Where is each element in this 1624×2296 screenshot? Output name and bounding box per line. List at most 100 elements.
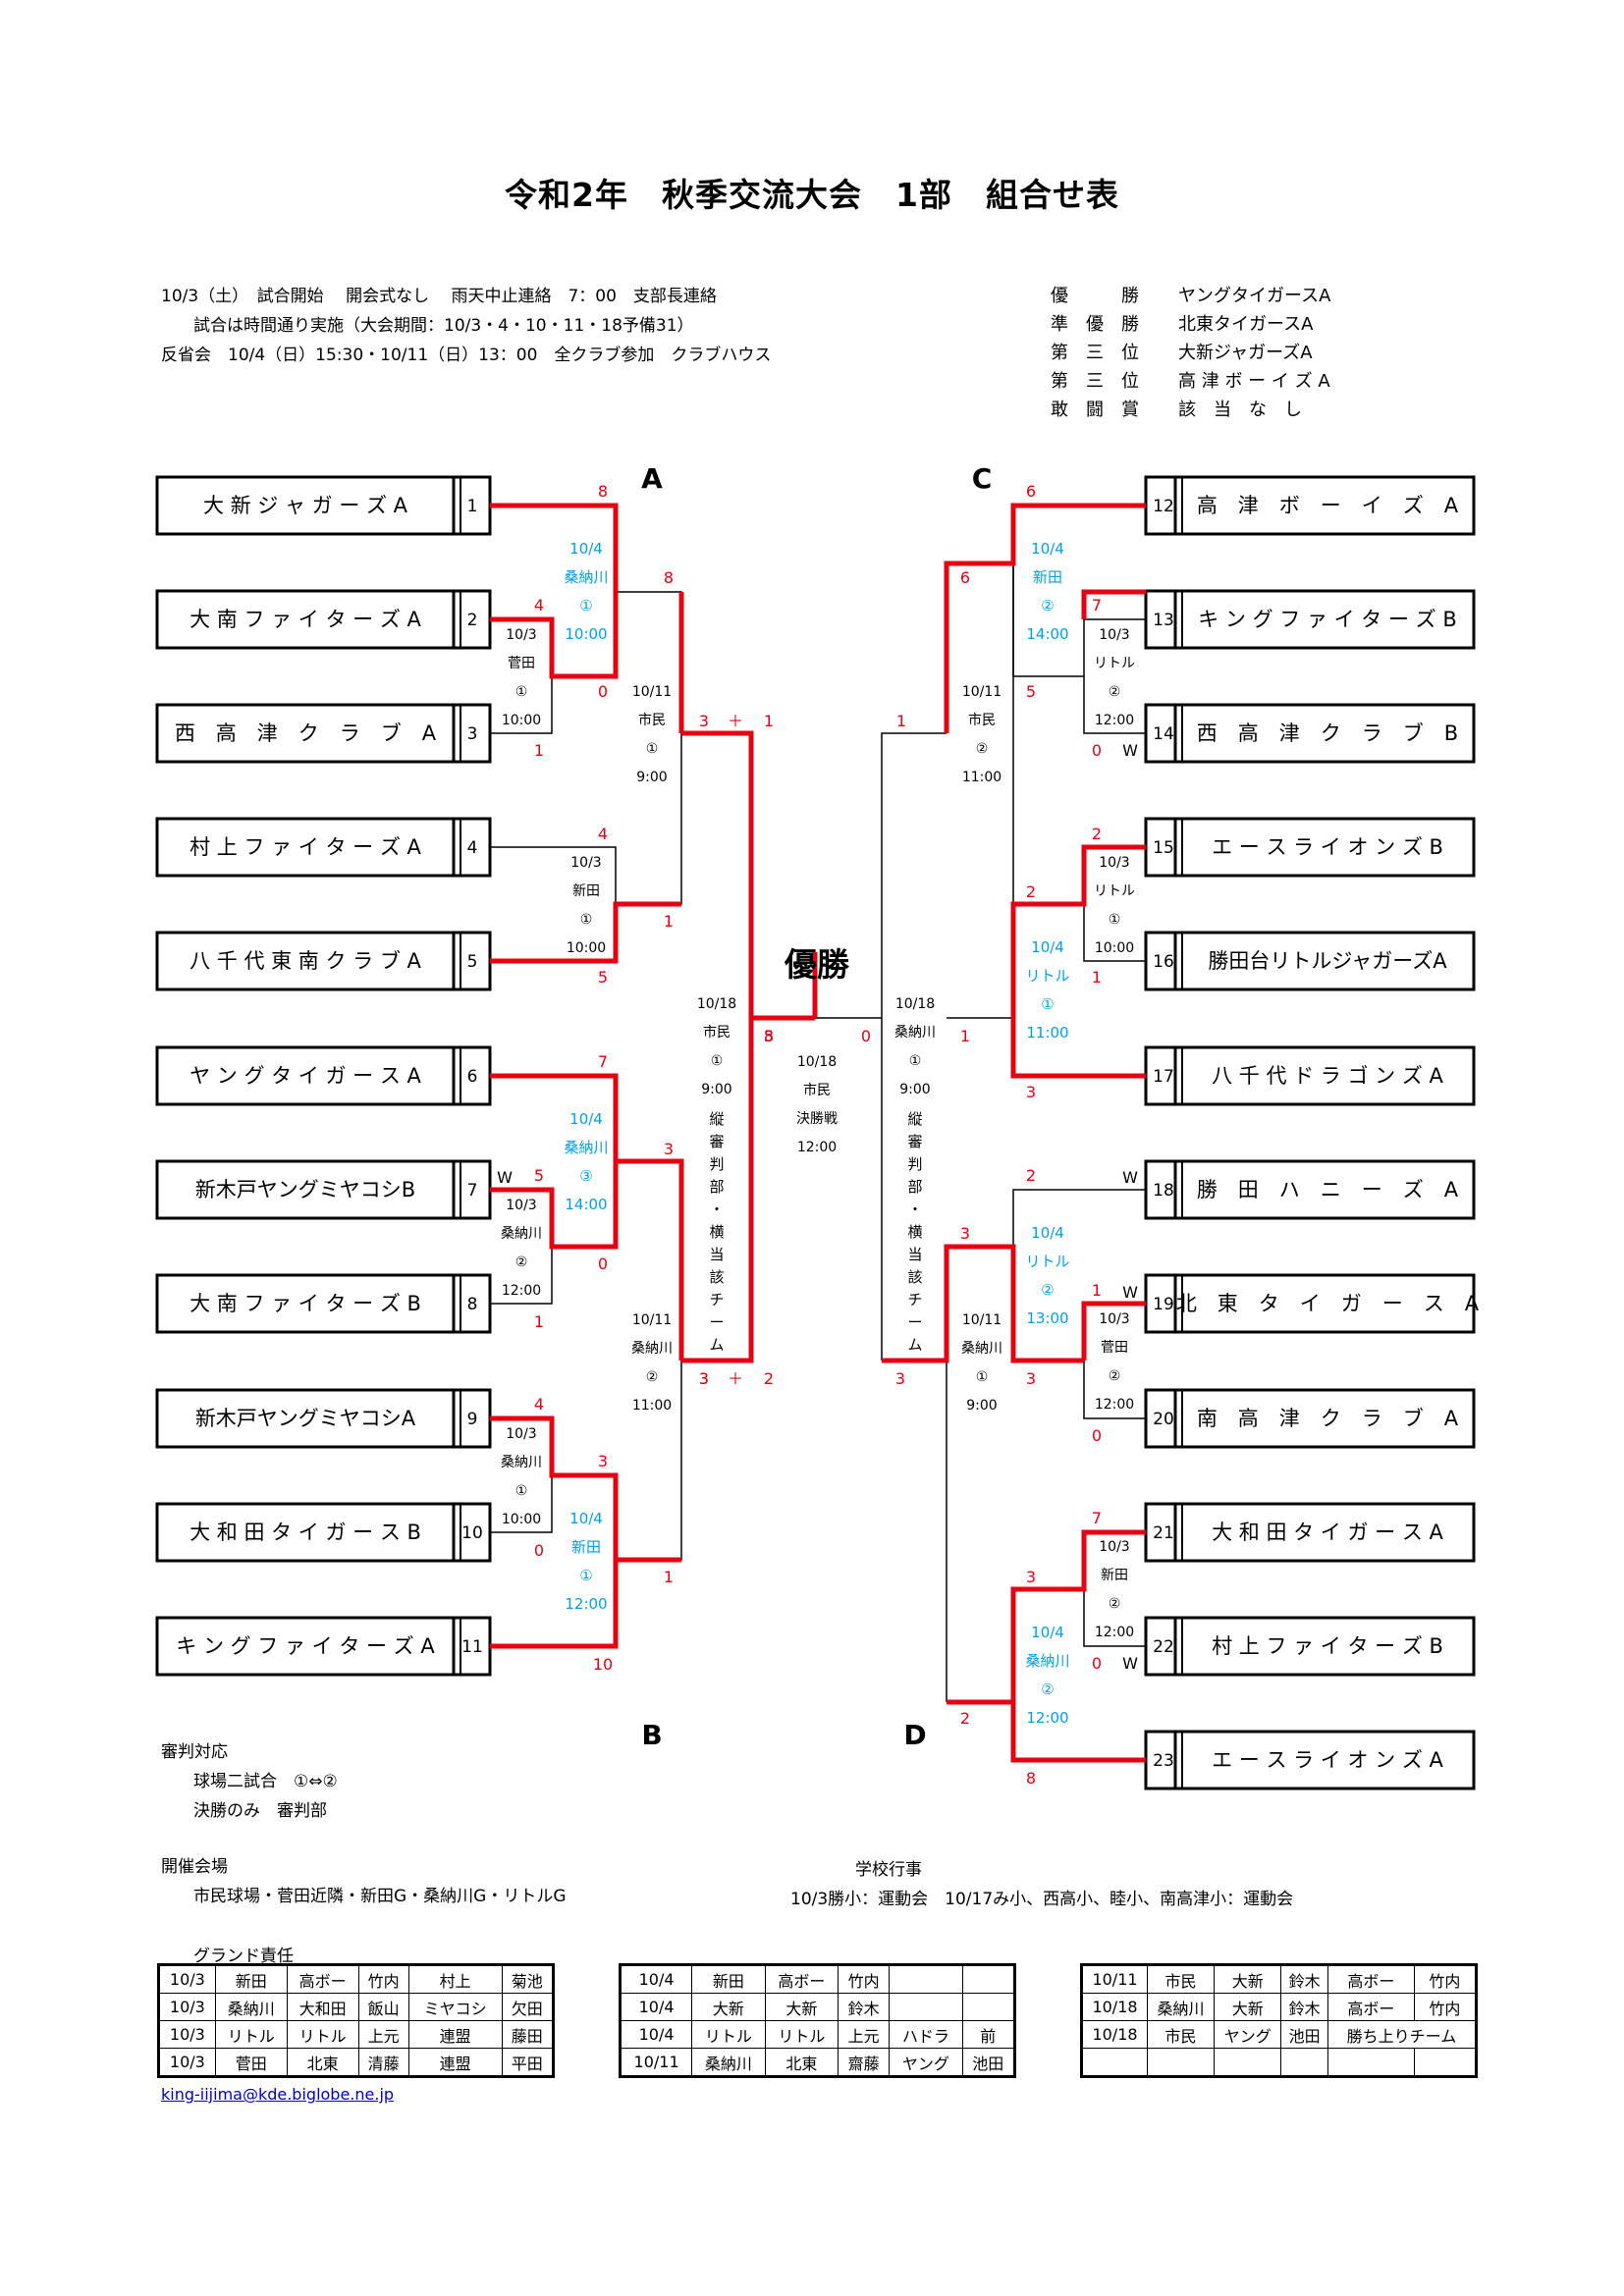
score: 0 [534,1541,544,1560]
walkover-mark: W [1122,1283,1138,1302]
svg-text:10/18: 10/18 [797,1054,837,1070]
score: 6 [1026,482,1036,501]
svg-text:②: ② [1041,1281,1054,1299]
umpire-vertical-notes: 縦審判部・横当該チーム 縦審判部・横当該チーム [709,1110,922,1354]
svg-text:リトル: リトル [1094,883,1135,899]
svg-text:12:00: 12:00 [1095,713,1134,728]
team-name-3: 西 高 津 ク ラ ブ A [175,721,437,745]
svg-text:9:00: 9:00 [899,1082,930,1097]
score: 3 [699,1369,709,1388]
svg-text:②: ② [976,741,989,757]
walkover-mark: W [1122,1654,1138,1673]
svg-text:10/4: 10/4 [569,540,603,558]
svg-text:10/11: 10/11 [962,684,1001,700]
score: 1 [664,1568,674,1586]
team-numbers: 1 2 3 4 5 6 7 8 9 10 11 12 13 14 15 16 1… [461,497,1174,1771]
svg-text:①: ① [515,1483,528,1499]
result-label-2: 準 優 勝 [1051,314,1139,335]
score: 3 [764,1027,774,1045]
team-name-1: 大 新 ジ ャ ガ ー ズ A [203,494,408,517]
team-no-10: 10 [461,1523,483,1543]
svg-text:10/3: 10/3 [506,1198,536,1213]
score: 1 [764,712,774,730]
svg-text:10/3: 10/3 [1099,627,1129,643]
team-no-16: 16 [1153,952,1174,972]
svg-text:菅田: 菅田 [1101,1340,1128,1356]
score: 3 [895,1369,905,1388]
champion-label: 優勝 [784,945,850,984]
bracket-letter-c: C [972,462,993,495]
score: 3 [664,1140,674,1158]
team-name-22: 村 上 フ ァ イ タ ー ズ B [1212,1634,1443,1658]
score: 7 [598,1052,608,1071]
team-name-7: 新木戸ヤングミヤコシB [195,1178,415,1201]
svg-text:9:00: 9:00 [636,770,667,785]
walkover-mark: W [1122,741,1138,760]
score: 0 [598,682,608,701]
score: 3 [1026,1083,1036,1101]
svg-text:9:00: 9:00 [701,1082,731,1097]
plus-mark: ＋ [728,1369,743,1388]
team-name-20: 南 高 津 ク ラ ブ A [1197,1407,1459,1430]
svg-text:①: ① [646,741,659,757]
team-names: 大 新 ジ ャ ガ ー ズ A 大 南 フ ァ イ タ ー ズ A 西 高 津 … [175,494,1480,1772]
team-name-19: 北 東 タ イ ガ ー ス A [1176,1292,1480,1315]
score: 3 [1026,1568,1036,1586]
svg-text:11:00: 11:00 [1026,1024,1068,1041]
svg-text:10/4: 10/4 [1031,938,1064,956]
svg-text:決勝戦: 決勝戦 [796,1111,838,1127]
score: 2 [1026,882,1036,901]
email-link[interactable]: king-iijima@kde.biglobe.ne.jp [161,2085,395,2104]
score: 5 [764,1027,774,1045]
plus-mark: ＋ [728,712,743,730]
team-no-11: 11 [461,1637,483,1657]
svg-text:菅田: 菅田 [508,656,535,671]
score: 0 [1092,1654,1102,1673]
svg-text:桑納川: 桑納川 [501,1455,542,1470]
svg-text:10/4: 10/4 [569,1510,603,1527]
team-name-4: 村 上 フ ァ イ タ ー ズ A [189,835,421,859]
svg-text:リトル: リトル [1025,1253,1069,1270]
team-name-12: 高 津 ボ ー イ ズ A [1197,494,1459,517]
team-no-2: 2 [467,611,478,630]
svg-text:市民: 市民 [638,712,666,728]
svg-text:10/3: 10/3 [506,1426,536,1442]
svg-text:10/4: 10/4 [1031,1224,1064,1242]
svg-text:新田: 新田 [571,1538,601,1556]
svg-text:②: ② [1109,684,1121,700]
team-no-23: 23 [1153,1751,1174,1771]
svg-text:13:00: 13:00 [1026,1309,1068,1327]
score: 7 [1092,596,1102,614]
svg-text:12:00: 12:00 [1095,1397,1134,1413]
team-name-14: 西 高 津 ク ラ ブ B [1197,721,1458,745]
team-name-21: 大 和 田 タ イ ガ ー ス A [1212,1521,1443,1544]
svg-text:10/3: 10/3 [1099,1311,1129,1327]
result-value-3: 大新ジャガーズA [1178,343,1313,363]
svg-text:10:00: 10:00 [1095,940,1134,956]
walkover-marks: W W W W W [497,741,1138,1673]
venue-text: 市民球場・菅田近隣・新田G・桑納川G・リトルG [193,1887,567,1906]
svg-text:10/18: 10/18 [697,996,736,1012]
score: 4 [534,1395,544,1414]
score: 1 [534,1312,544,1331]
team-name-9: 新木戸ヤングミヤコシA [195,1407,416,1430]
